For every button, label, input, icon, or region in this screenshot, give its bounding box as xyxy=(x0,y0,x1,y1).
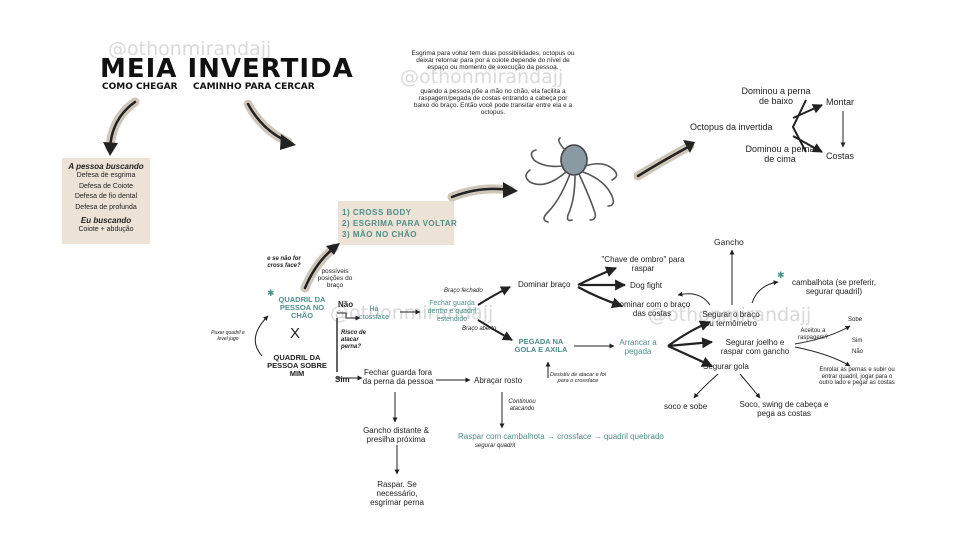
nao-right: Não xyxy=(852,349,864,355)
arrancar-pegada: Arrancar a pegada xyxy=(619,338,657,356)
watermark: @othonmirandajj xyxy=(648,304,812,326)
subtitle-left: COMO CHEGAR xyxy=(102,82,178,92)
watermark: @othonmirandajj xyxy=(400,66,564,88)
box-item: Coiote + abdução xyxy=(78,226,134,233)
braco-fechado: Braço fechado xyxy=(444,288,483,294)
box-item: Defesa de esgrima xyxy=(76,172,136,179)
quadril-sobre: QUADRIL DA PESSOA SOBRE MIM xyxy=(267,353,327,378)
option-3: 3) MÃO NO CHÃO xyxy=(342,230,417,239)
dog-fight: Dog fight xyxy=(630,281,663,290)
aceitou-label: Aceitou a raspagem? xyxy=(797,328,829,341)
segurar-gola: Segurar gola xyxy=(703,362,749,371)
pegada-axila: PEGADA NA GOLA E AXILA xyxy=(514,337,568,354)
dominar-costas: Dominar com o braço das costas xyxy=(613,300,691,318)
risco-label: Risco de atacar perna? xyxy=(341,330,367,350)
box-item: Defesa de fio dental xyxy=(74,193,138,200)
desistiu-label: Desistiu de atacar e foi para o crossfac… xyxy=(550,372,606,384)
soco-swing: Soco, swing de cabeça e pega as costas xyxy=(739,400,829,418)
quadril-chao: QUADRIL DA PESSOA NO CHÃO xyxy=(278,295,326,320)
intro-text-2: quando a pessoa põe a mão no chão, ela f… xyxy=(413,88,573,116)
dominar-braco: Dominar braço xyxy=(518,280,571,289)
sim-label: Sim xyxy=(335,375,350,384)
star-icon: ✱ xyxy=(267,288,275,298)
gancho-distante: Gancho distante & presilha próxima xyxy=(363,426,429,444)
x-separator: X xyxy=(290,325,301,342)
page-title: MEIA INVERTIDA xyxy=(100,54,354,84)
enrolar-label: Enrolar as pernas e subir ou entrar quad… xyxy=(819,367,895,386)
octopus-top: Dominou a perna de baixo xyxy=(741,86,811,106)
nao-label: Não xyxy=(338,300,354,309)
fechar-guarda-dentro: Fechar guarda dentro e quadril estendido xyxy=(427,300,477,323)
box-heading-2: Eu buscando xyxy=(80,216,132,225)
options-box xyxy=(338,201,454,245)
continuou-label: Continuou atacando xyxy=(508,399,536,412)
puxar-label: Puxar quadril e level jugo xyxy=(211,330,245,342)
intro-text-1: Esgrima para voltar tem duas possibilida… xyxy=(411,50,575,71)
left-box xyxy=(62,158,150,244)
abracar-rosto: Abraçar rosto xyxy=(474,376,523,385)
e-se-label: e se não for cross face? xyxy=(267,256,301,269)
sobe-label: Sobe xyxy=(848,317,863,323)
octopus-montar: Montar xyxy=(826,97,855,107)
octopus-illustration xyxy=(525,137,618,223)
option-1: 1) CROSS BODY xyxy=(342,208,412,217)
chave-ombro: "Chave de ombro" para raspar xyxy=(601,255,685,273)
possiveis-label: possíveis posições do braço xyxy=(317,268,353,289)
segurar-joelho: Segurar joelho e raspar com gancho xyxy=(720,338,790,356)
subtitle-right: CAMINHO PARA CERCAR xyxy=(193,82,315,92)
soco-sobe: soco e sobe xyxy=(664,402,708,411)
braco-aberto: Braço aberto xyxy=(462,326,497,332)
box-heading-1: A pessoa buscando xyxy=(68,162,144,171)
watermark: @othonmirandajj xyxy=(330,302,494,324)
watermark: @othonmirandajj xyxy=(108,38,272,60)
sim-right: Sim xyxy=(852,338,863,344)
box-item: Defesa de Coiote xyxy=(78,182,134,190)
raspar-esgrimar: Raspar. Se necessário, esgrimar perna xyxy=(370,480,424,507)
octopus-center: Octopus da invertida xyxy=(690,122,773,132)
ha-crossface: Há crossface xyxy=(359,306,389,321)
option-2: 2) ESGRIMA PARA VOLTAR xyxy=(342,219,458,228)
raspar-cambalhota: Raspar com cambalhota → crossface → quad… xyxy=(458,432,664,441)
cambalhota: cambalhota (se preferir, segurar quadril… xyxy=(791,278,877,296)
box-item: Defesa de profunda xyxy=(75,203,137,211)
segurar-braco: Segurar o braço ou termômetro xyxy=(702,310,760,328)
octopus-bottom: Dominou a perna de cima xyxy=(745,144,815,164)
fechar-guarda-fora: Fechar guarda fora da perna da pessoa xyxy=(362,368,434,386)
star-icon: ✱ xyxy=(777,270,785,280)
segurar-quadril-small: segurar quadril xyxy=(475,443,516,449)
left-box-content: A pessoa buscando Defesa de esgrima Defe… xyxy=(60,162,152,236)
octopus-costas: Costas xyxy=(826,151,855,161)
gancho: Gancho xyxy=(714,237,744,247)
